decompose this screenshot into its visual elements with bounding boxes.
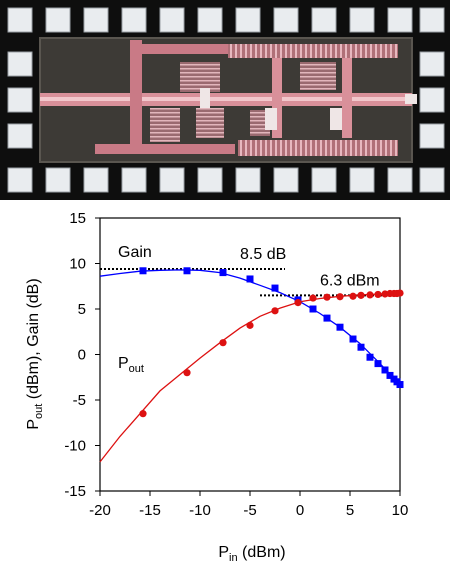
y-tick-label: -15 (64, 483, 86, 500)
pout-point (374, 290, 382, 299)
gain-point (349, 335, 357, 343)
x-tick-label: 5 (346, 502, 354, 519)
p-out-line (99, 292, 401, 463)
x-tick-label: 0 (296, 502, 304, 519)
pout-point (271, 307, 279, 315)
pout-point (366, 291, 374, 299)
y-tick-label: 15 (69, 210, 86, 227)
pout-point (323, 293, 331, 301)
gain-point (246, 275, 254, 283)
y-tick-label: 0 (78, 347, 86, 364)
pout-point (349, 292, 357, 300)
y-tick-label: -5 (73, 392, 86, 409)
bond-pads-bottom (7, 167, 445, 193)
bond-pads-top (7, 7, 445, 33)
y-tick-label: 5 (78, 301, 86, 318)
bond-pads-sides (7, 51, 445, 149)
annotation-label: Pout (118, 355, 144, 375)
gain-point (309, 305, 317, 313)
y-tick-label: 10 (69, 256, 86, 273)
x-axis-title: Pin (dBm) (218, 544, 285, 564)
chip-micrograph (0, 0, 450, 200)
x-tick-label: -10 (189, 502, 211, 519)
x-tick-label: -5 (243, 502, 256, 519)
gain-point (386, 371, 394, 379)
pout-point (183, 369, 191, 377)
x-tick-label: 10 (392, 502, 409, 519)
y-axis-title: Pout (dBm), Gain (dB) (25, 278, 45, 429)
annotation-label: 8.5 dB (240, 246, 286, 263)
x-tick-label: -20 (89, 502, 111, 519)
pout-point (396, 289, 404, 297)
pout-point (294, 299, 302, 307)
annotation-label: 6.3 dBm (320, 272, 380, 289)
pout-point (357, 291, 365, 299)
pout-point (219, 339, 227, 347)
gain-point (139, 267, 147, 275)
x-tick-label: -15 (139, 502, 161, 519)
annotation-label: Gain (118, 244, 152, 261)
gain-point (366, 353, 374, 361)
gain-point (323, 314, 331, 322)
gain-point (183, 267, 191, 275)
gain-point (357, 343, 365, 351)
pout-point (139, 410, 147, 418)
gain-point (219, 269, 227, 277)
gain-point (336, 323, 344, 331)
gain-point (381, 366, 389, 374)
gain-point (374, 360, 382, 368)
pout-point (336, 293, 344, 301)
circuit-layout (40, 40, 417, 156)
series-markers (139, 267, 404, 418)
pout-point (309, 294, 317, 302)
gain-point (271, 284, 279, 292)
pout-point (246, 321, 254, 329)
gain-point (396, 381, 404, 389)
y-tick-label: -10 (64, 438, 86, 455)
